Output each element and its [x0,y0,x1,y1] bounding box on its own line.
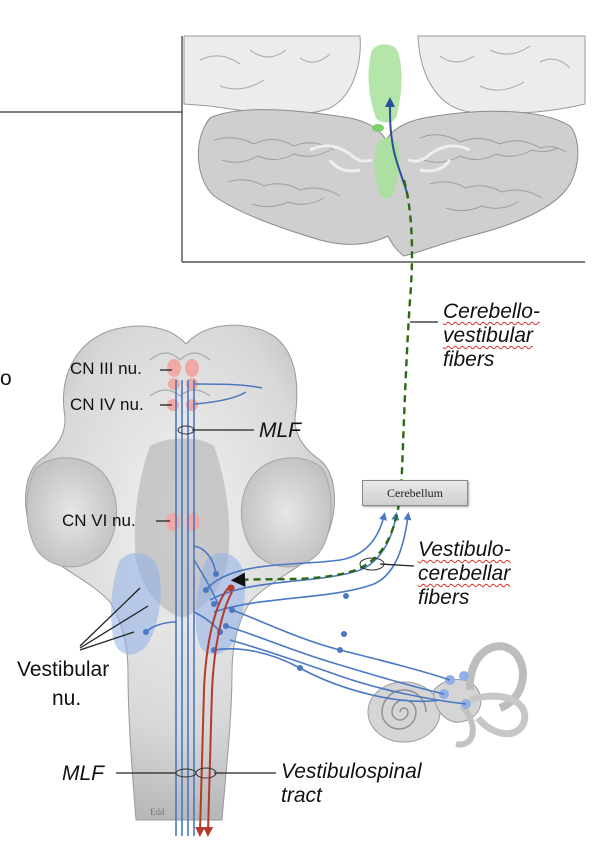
cv-line-3: fibers [443,348,495,371]
cn3-label: CN III nu. [70,359,142,378]
fiber-rings [175,425,385,779]
cn4-label: CN IV nu. [70,395,144,414]
cerebellum-white-matter [309,144,471,173]
vestibulospinal-fibers [195,585,233,837]
ear-fiber-4 [213,648,441,703]
cerebrum-left [183,35,361,115]
ear-fiber-3 [229,639,467,705]
cerebrum-folds [199,45,571,91]
peduncle-left [26,457,117,568]
brainstem [25,324,335,821]
artist-signature: Edd [150,807,165,817]
vs-line-2: tract [281,784,322,807]
red-fiber-2 [203,591,233,837]
inter-fiber-1 [193,559,219,605]
synapse-dots [143,571,349,671]
mlf-bottom-label: MLF [62,762,104,785]
red-fiber-origin [227,584,235,592]
leader-lines [79,321,438,774]
vestibular-nu-label-2: nu. [52,687,82,710]
leader-vest-1 [79,587,141,647]
inter-fiber-4 [193,545,217,575]
cn4-side-fiber [193,391,247,405]
cv-line-1: Cerebello- [443,300,540,323]
peduncle-right [241,457,332,568]
ear-fiber-2 [225,625,445,695]
leader-vest-2 [79,605,149,649]
cerebellum-folia [213,134,567,212]
colliculi [149,352,211,397]
semicircular-canal-1 [465,642,527,712]
edge-letter: o [0,367,12,390]
green-nucleus-small [372,124,384,132]
vestibular-nucleus-right [195,553,245,655]
vestibulospinal-label: Vestibulospinal tract [281,760,421,808]
cn3-nuclei [167,359,199,390]
vc-line-3: fibers [418,586,470,609]
cochlea-spiral [381,689,427,730]
ear-fiber-1 [231,609,451,681]
semicircular-canal-2 [468,692,529,738]
cn3-side-fiber [193,383,263,389]
leader-vest-3 [79,631,135,651]
vc-line-1: Vestibulo- [418,538,511,561]
inner-ear [367,642,529,748]
inset-blue-fiber [385,97,409,197]
vc-line-2: cerebellar [418,562,511,585]
cerebellovestibular-path [230,179,414,587]
cerebrum-right [417,35,586,114]
cerebellum-box: Cerebellum [362,480,468,506]
vestibular-nu-label-1: Vestibular [17,658,110,681]
vs-line-1: Vestibulospinal [281,760,422,783]
ring-mlf-top [177,425,195,435]
red-fiber-1 [195,585,231,837]
leader-vc [379,563,415,567]
vestibulocerebellar-label: Vestibulo- cerebellar fibers [418,538,511,610]
vermis-green-nucleus [368,44,402,123]
cv-line-2: vestibular [443,324,533,347]
ring-vc [359,557,385,571]
ring-vs [195,767,217,779]
semicircular-canal-3 [455,703,476,748]
cerebellum-inset [0,35,586,263]
vc-fiber-3 [213,512,412,613]
vermis-green-lower [374,137,400,199]
mlf-top-label: MLF [259,419,301,442]
cerebellovestibular-label: Cerebello- vestibular fibers [443,300,540,372]
cn6-label: CN VI nu. [62,511,136,530]
